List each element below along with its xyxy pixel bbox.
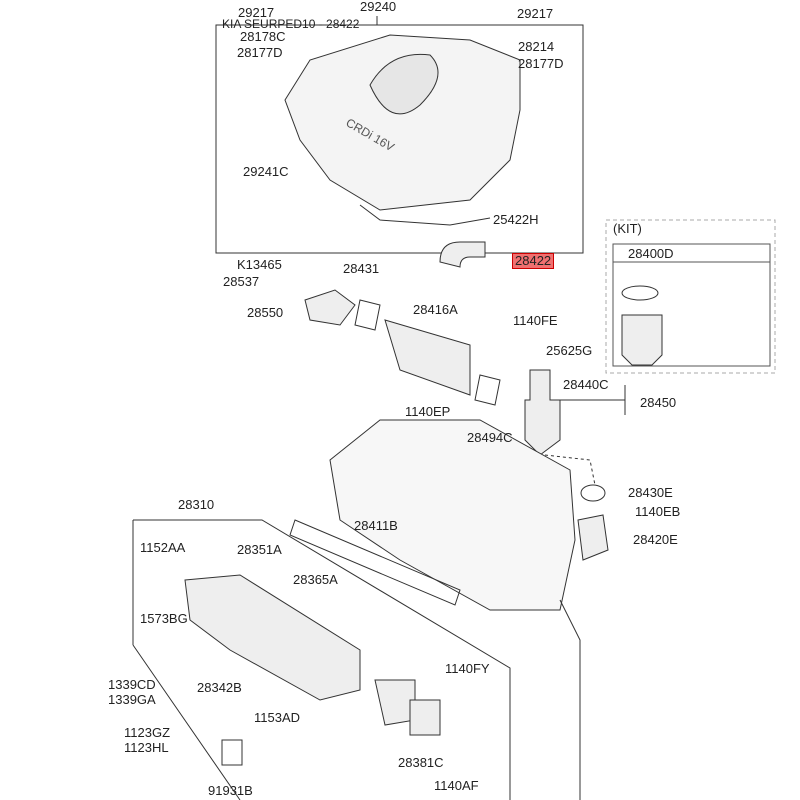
part-label[interactable]: 1152AA <box>140 540 186 555</box>
kit-part-number: 28400D <box>628 246 674 261</box>
part-label[interactable]: 28550 <box>247 305 284 320</box>
part-label[interactable]: 28178C <box>240 29 286 44</box>
part-label[interactable]: 1140FE <box>513 313 558 328</box>
part-label[interactable]: 28310 <box>178 497 215 512</box>
part-label[interactable]: 28537 <box>223 274 260 289</box>
part-label[interactable]: 1140FY <box>445 661 490 676</box>
part-label[interactable]: 28411B <box>354 518 398 533</box>
part-label[interactable]: 28365A <box>293 572 338 587</box>
egr-pipe-28422 <box>439 241 486 268</box>
part-label[interactable]: 28440C <box>563 377 609 392</box>
part-label[interactable]: 25625G <box>546 343 593 358</box>
part-label[interactable]: 28431 <box>343 261 380 276</box>
part-label[interactable]: 1339CD <box>108 677 156 692</box>
cylinder-head <box>329 419 576 611</box>
part-label[interactable]: 28351A <box>237 542 282 557</box>
intake-manifold-group-box <box>132 519 511 800</box>
part-label[interactable]: 29240 <box>360 0 397 14</box>
part-label[interactable]: 1140AF <box>434 778 479 793</box>
part-label[interactable]: 1123HL <box>124 740 169 755</box>
part-label[interactable]: 28416A <box>413 302 458 317</box>
egr-cooler <box>384 319 471 396</box>
part-label[interactable]: 28381C <box>398 755 444 770</box>
part-label[interactable]: 29241C <box>243 164 289 179</box>
gasket-28411B <box>289 519 461 606</box>
part-label[interactable]: 28177D <box>237 45 283 60</box>
part-label[interactable]: 28177D <box>518 56 564 71</box>
part-label[interactable]: 28494C <box>467 430 513 445</box>
part-label[interactable]: 28450 <box>640 395 677 410</box>
part-label[interactable]: K13465 <box>237 257 282 272</box>
part-label[interactable]: 91931B <box>208 783 253 798</box>
part-label[interactable]: 28342B <box>197 680 242 695</box>
part-label[interactable]: 1339GA <box>108 692 156 707</box>
part-label[interactable]: 1153AD <box>254 710 301 725</box>
part-label[interactable]: 1140EB <box>635 504 681 519</box>
kit-box <box>605 219 776 374</box>
part-label[interactable]: 1140EP <box>405 404 451 419</box>
egr-valve <box>524 369 561 456</box>
engine-cover-group-box <box>215 24 584 254</box>
engine-cover <box>284 34 521 211</box>
part-label[interactable]: 25422H <box>493 212 539 227</box>
part-label[interactable]: 29217 <box>517 6 554 21</box>
part-label[interactable]: 29217 <box>238 5 275 20</box>
part-label[interactable]: 1123GZ <box>124 725 171 740</box>
part-label[interactable]: 28214 <box>518 39 555 54</box>
intake-manifold <box>184 574 361 701</box>
part-label[interactable]: 28420E <box>633 532 678 547</box>
kit-title: (KIT) <box>613 221 642 236</box>
diagram-caption: KIA SEURPED10 - 28422 <box>222 17 360 31</box>
part-label[interactable]: 1573BG <box>140 611 188 626</box>
part-label[interactable]: 28430E <box>628 485 673 500</box>
part-label-highlighted[interactable]: 28422 <box>512 253 555 269</box>
